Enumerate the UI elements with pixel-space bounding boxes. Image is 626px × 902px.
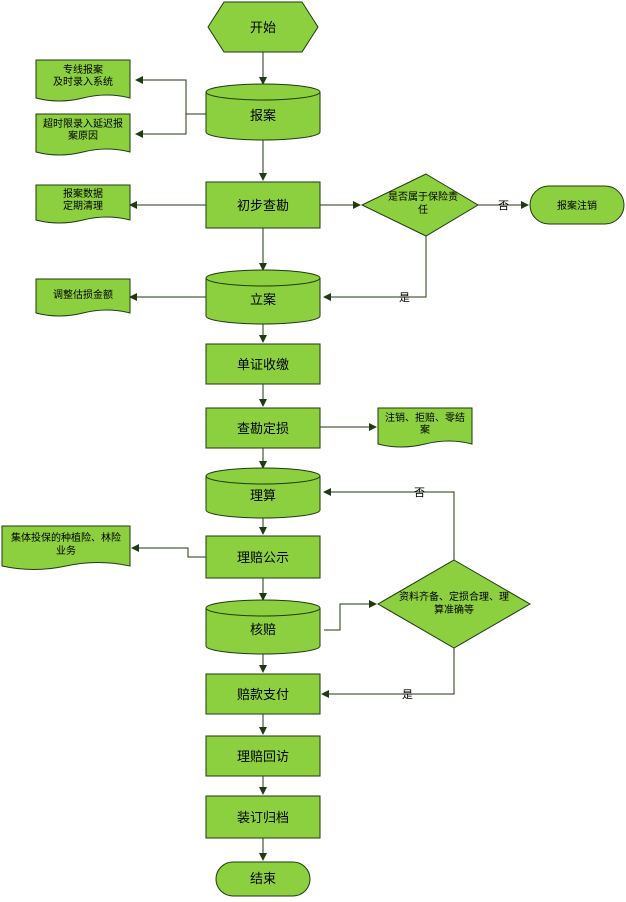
node-verification-label: 核赔	[250, 623, 276, 638]
node-initial-survey: 初步查勘	[205, 181, 321, 229]
node-binding-archive-label: 装订归档	[237, 811, 289, 826]
node-payment: 赔款支付	[205, 673, 321, 715]
node-document-collection-label: 单证收缴	[237, 358, 289, 373]
node-verification: 核赔	[205, 599, 321, 655]
node-initial-survey-label: 初步查勘	[237, 199, 289, 214]
node-insurance-liability-line1: 是否属于保险责	[388, 190, 458, 203]
node-report-entry-line1: 专线报案	[63, 63, 103, 76]
node-overdue-reason-line2: 案原因	[68, 129, 98, 142]
node-report-entry: 专线报案 及时录入系统	[35, 59, 131, 102]
node-end-label: 结束	[250, 872, 276, 887]
node-start: 开始	[207, 1, 319, 53]
node-insurance-liability-line2: 任	[418, 203, 428, 216]
node-claim-publicity-label: 理赔公示	[237, 551, 289, 566]
node-survey-assessment-label: 查勘定损	[237, 422, 289, 437]
node-adjustment: 理算	[205, 467, 321, 519]
node-claim-revisit-label: 理赔回访	[237, 750, 289, 765]
node-data-check: 资料齐备、定损合理、理 算准确等	[377, 559, 531, 649]
node-collective-insurance: 集体投保的种植险、林险 业务	[1, 525, 131, 570]
node-data-check-line2: 算准确等	[434, 603, 474, 616]
edge-report-entry	[135, 76, 206, 115]
connectors	[129, 52, 529, 861]
node-register: 立案	[205, 269, 321, 325]
edge-label-yes-1: 是	[399, 291, 410, 304]
node-claim-revisit: 理赔回访	[205, 735, 321, 777]
node-survey-assessment: 查勘定损	[205, 407, 321, 449]
node-insurance-liability: 是否属于保险责 任	[360, 173, 479, 237]
node-binding-archive: 装订归档	[205, 795, 321, 839]
edge-label-yes-2: 是	[402, 688, 413, 701]
node-report-label: 报案	[250, 109, 276, 124]
node-adjustment-label: 理算	[250, 489, 276, 504]
node-collective-insurance-line2: 业务	[56, 544, 76, 557]
node-adjust-estimate-label: 调整估损金额	[53, 288, 113, 301]
node-register-label: 立案	[250, 293, 276, 308]
node-cancel-reject-zero-line1: 注销、拒赔、零结	[385, 411, 465, 424]
node-payment-label: 赔款支付	[237, 688, 289, 703]
node-adjust-estimate: 调整估损金额	[35, 278, 131, 317]
node-report: 报案	[205, 83, 321, 141]
node-collective-insurance-line1: 集体投保的种植险、林险	[11, 531, 121, 544]
edge-label-no-2: 否	[414, 486, 425, 499]
edge-check-adjust	[323, 488, 455, 560]
node-report-cancel-label: 报案注销	[557, 199, 597, 212]
node-cancel-reject-zero: 注销、拒赔、零结 案	[377, 407, 473, 448]
edge-decision-register	[323, 236, 427, 301]
node-overdue-reason: 超时限录入延迟报 案原因	[35, 113, 131, 156]
node-report-cancel: 报案注销	[529, 185, 625, 225]
node-claim-publicity: 理赔公示	[205, 535, 321, 579]
edge-check-payment	[321, 648, 455, 698]
node-start-label: 开始	[250, 21, 276, 36]
node-report-cleanup: 报案数据 定期清理	[35, 184, 131, 224]
edge-report-overdue	[135, 114, 187, 138]
node-end: 结束	[215, 861, 311, 897]
edge-label-no-1: 否	[498, 199, 509, 212]
node-overdue-reason-line1: 超时限录入延迟报	[43, 117, 123, 130]
edge-verify-check	[324, 600, 377, 631]
node-cancel-reject-zero-line2: 案	[420, 423, 430, 436]
node-data-check-line1: 资料齐备、定损合理、理	[399, 590, 509, 603]
node-document-collection: 单证收缴	[205, 343, 321, 385]
node-report-cleanup-line1: 报案数据	[63, 187, 103, 200]
edge-publicity-collective	[131, 544, 206, 558]
node-report-cleanup-line2: 定期清理	[63, 199, 103, 212]
node-report-entry-line2: 及时录入系统	[53, 75, 113, 88]
